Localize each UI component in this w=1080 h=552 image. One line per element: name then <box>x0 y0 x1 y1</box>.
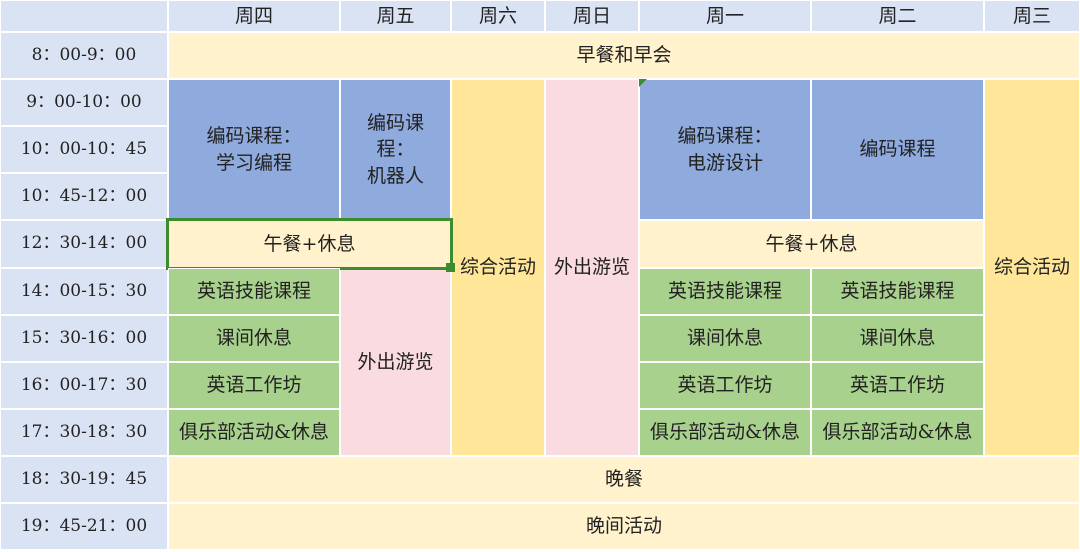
thursday-coding-cell[interactable]: 编码课程： 学习编程 <box>168 79 340 220</box>
cell-text: 编码课 <box>366 111 424 134</box>
english-skills-cell[interactable]: 英语技能课程 <box>811 268 984 315</box>
english-workshop-cell[interactable]: 英语工作坊 <box>811 362 984 409</box>
monday-coding-cell[interactable]: 编码课程： 电游设计 <box>639 79 811 220</box>
time-cell[interactable]: 8：00-9：00 <box>0 32 168 79</box>
time-cell[interactable]: 15：30-16：00 <box>0 315 168 362</box>
fill-handle[interactable] <box>446 263 455 272</box>
friday-coding-cell[interactable]: 编码课 程： 机器人 <box>340 79 451 220</box>
time-cell[interactable]: 12：30-14：00 <box>0 220 168 268</box>
time-cell[interactable]: 10：45-12：00 <box>0 173 168 220</box>
lunch-cell[interactable]: 午餐+休息 <box>639 220 984 268</box>
club-cell[interactable]: 俱乐部活动&休息 <box>168 409 340 456</box>
header-friday[interactable]: 周五 <box>340 0 451 32</box>
header-sunday[interactable]: 周日 <box>545 0 639 32</box>
time-cell[interactable]: 18：30-19：45 <box>0 456 168 503</box>
header-saturday[interactable]: 周六 <box>451 0 545 32</box>
header-monday[interactable]: 周一 <box>639 0 811 32</box>
time-cell[interactable]: 19：45-21：00 <box>0 503 168 550</box>
header-tuesday[interactable]: 周二 <box>811 0 984 32</box>
header-thursday[interactable]: 周四 <box>168 0 340 32</box>
time-cell[interactable]: 9：00-10：00 <box>0 79 168 126</box>
friday-outing-cell[interactable]: 外出游览 <box>340 268 451 456</box>
cell-text: 机器人 <box>366 164 424 187</box>
dinner-cell[interactable]: 晚餐 <box>168 456 1080 503</box>
time-cell[interactable]: 14：00-15：30 <box>0 268 168 315</box>
english-skills-cell[interactable]: 英语技能课程 <box>168 268 340 315</box>
wednesday-activity-cell[interactable]: 综合活动 <box>984 79 1080 456</box>
cell-text: 编码课程： <box>677 124 773 147</box>
cell-text: 编码课程： <box>206 124 302 147</box>
tuesday-coding-cell[interactable]: 编码课程 <box>811 79 984 220</box>
sunday-outing-cell[interactable]: 外出游览 <box>545 79 639 456</box>
time-cell[interactable]: 17：30-18：30 <box>0 409 168 456</box>
comment-indicator-icon <box>639 79 647 87</box>
corner-header-cell[interactable] <box>0 0 168 32</box>
break-cell[interactable]: 课间休息 <box>811 315 984 362</box>
english-workshop-cell[interactable]: 英语工作坊 <box>168 362 340 409</box>
break-cell[interactable]: 课间休息 <box>168 315 340 362</box>
saturday-activity-cell[interactable]: 综合活动 <box>451 79 545 456</box>
cell-text: 电游设计 <box>686 151 763 174</box>
header-wednesday[interactable]: 周三 <box>984 0 1080 32</box>
english-skills-cell[interactable]: 英语技能课程 <box>639 268 811 315</box>
evening-activity-cell[interactable]: 晚间活动 <box>168 503 1080 550</box>
english-workshop-cell[interactable]: 英语工作坊 <box>639 362 811 409</box>
club-cell[interactable]: 俱乐部活动&休息 <box>639 409 811 456</box>
lunch-cell-selected[interactable]: 午餐+休息 <box>166 218 453 270</box>
time-cell[interactable]: 10：00-10：45 <box>0 126 168 173</box>
breakfast-cell[interactable]: 早餐和早会 <box>168 32 1080 79</box>
cell-text: 程： <box>376 138 415 161</box>
club-cell[interactable]: 俱乐部活动&休息 <box>811 409 984 456</box>
break-cell[interactable]: 课间休息 <box>639 315 811 362</box>
time-cell[interactable]: 16：00-17：30 <box>0 362 168 409</box>
cell-text: 学习编程 <box>215 151 292 174</box>
